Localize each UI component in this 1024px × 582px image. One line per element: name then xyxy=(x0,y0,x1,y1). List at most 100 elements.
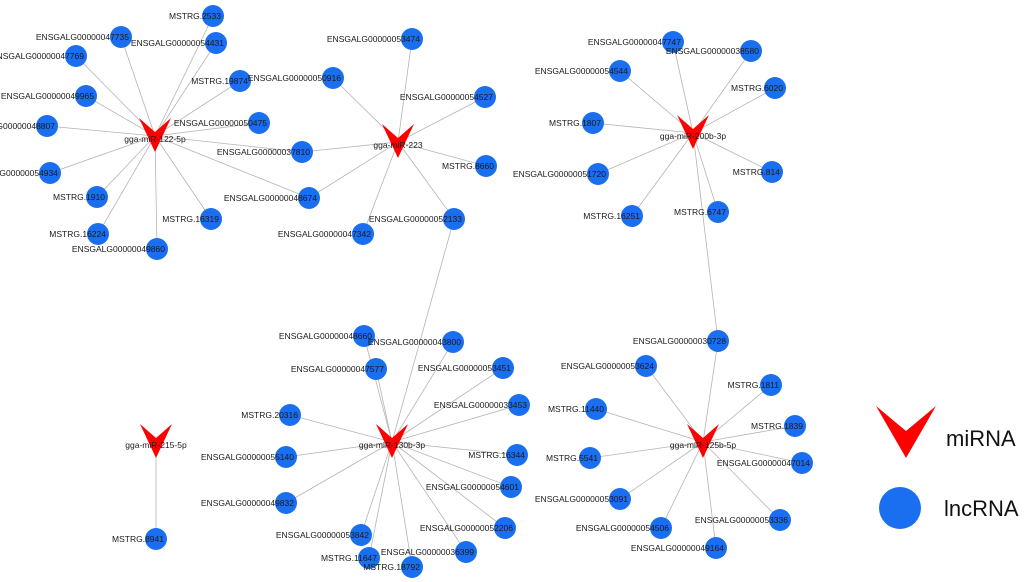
lncrna-node-label: MSTRG.16251 xyxy=(583,211,640,221)
lncrna-node-label: ENSGALG00000054934 xyxy=(0,168,58,178)
lncrna-node: ENSGALG00000047747 xyxy=(588,31,684,53)
lncrna-node-circle xyxy=(352,223,374,245)
lncrna-node-label: ENSGALG00000053842 xyxy=(276,530,369,540)
lncrna-node-circle xyxy=(202,5,224,27)
edge-gga-mir-130b-3p-ensgalg00000049832 xyxy=(285,441,393,504)
lncrna-node: ENSGALG00000050916 xyxy=(248,67,344,89)
edge-gga-mir-125b-5p-ensgalg00000049164 xyxy=(702,441,717,549)
lncrna-node: ENSGALG00000037810 xyxy=(217,141,313,163)
lncrna-node-label: ENSGALG00000047014 xyxy=(717,458,810,468)
lncrna-node-label: ENSGALG00000050916 xyxy=(248,73,341,83)
lncrna-node-circle xyxy=(784,415,806,437)
lncrna-node: MSTRG.1839 xyxy=(751,415,806,437)
lncrna-node: ENSGALG00000047342 xyxy=(278,223,374,245)
edge-gga-mir-223-ensgalg00000052133 xyxy=(397,141,455,220)
lncrna-node-circle xyxy=(740,40,762,62)
mirna-node: gga-miR-223 xyxy=(373,124,423,158)
lncrna-node-circle xyxy=(145,528,167,550)
lncrna-node-label: MSTRG.2533 xyxy=(169,11,221,21)
edge-gga-mir-200b-3p-ensgalg00000051720 xyxy=(597,132,694,175)
edge-gga-mir-223-ensgalg00000037810 xyxy=(301,141,399,153)
lncrna-node-circle xyxy=(65,45,87,67)
edge-layer xyxy=(46,15,803,568)
lncrna-node-circle xyxy=(609,60,631,82)
edge-gga-mir-122-5p-ensgalg00000049860 xyxy=(154,135,158,250)
lncrna-node-label: ENSGALG00000049965 xyxy=(1,91,94,101)
lncrna-node-circle xyxy=(500,476,522,498)
edge-gga-mir-122-5p-ensgalg00000048674 xyxy=(154,135,310,199)
lncrna-node: ENSGALG00000054934 xyxy=(0,162,61,184)
lncrna-node: ENSGALG00000049164 xyxy=(631,537,727,559)
lncrna-node-label: ENSGALG00000049860 xyxy=(72,244,165,254)
edge-gga-mir-130b-3p-mstrg-11647 xyxy=(368,441,393,559)
node-layer: MSTRG.2533ENSGALG00000047735ENSGALG00000… xyxy=(0,5,813,578)
lncrna-node-label: MSTRG.16224 xyxy=(49,229,106,239)
lncrna-node: MSTRG.5541 xyxy=(546,447,601,469)
lncrna-node-circle xyxy=(205,32,227,54)
lncrna-node-label: ENSGALG00000054506 xyxy=(576,523,669,533)
edge-gga-mir-130b-3p-ensgalg00000047577 xyxy=(375,368,393,443)
lncrna-node: ENSGALG00000053336 xyxy=(695,509,791,531)
lncrna-node: ENSGALG00000030728 xyxy=(633,330,729,352)
lncrna-node: ENSGALG00000049832 xyxy=(201,492,297,514)
edge-gga-mir-122-5p-ensgalg00000054934 xyxy=(49,135,156,174)
lncrna-node-label: MSTRG.5541 xyxy=(546,453,598,463)
edge-gga-mir-130b-3p-ensgalg00000052206 xyxy=(391,441,506,529)
lncrna-node-circle xyxy=(110,26,132,48)
lncrna-node-label: ENSGALG00000050475 xyxy=(174,118,267,128)
lncrna-node: ENSGALG00000051720 xyxy=(513,163,609,185)
edge-gga-mir-125b-5p-ensgalg00000047014 xyxy=(702,441,803,464)
edge-gga-mir-130b-3p-mstrg-18792 xyxy=(391,441,413,568)
lncrna-node: ENSGALG00000047769 xyxy=(0,45,87,67)
lncrna-node-circle xyxy=(443,208,465,230)
edge-gga-mir-125b-5p-ensgalg00000054506 xyxy=(660,441,704,529)
edge-gga-mir-223-ensgalg00000054527 xyxy=(397,96,486,143)
lncrna-node: ENSGALG00000033453 xyxy=(434,394,530,416)
lncrna-node: MSTRG.11647 xyxy=(321,547,380,569)
lncrna-node-circle xyxy=(506,444,528,466)
edge-gga-mir-200b-3p-mstrg-16251 xyxy=(631,132,694,217)
lncrna-node-circle xyxy=(579,447,601,469)
edge-gga-mir-223-ensgalg00000047342 xyxy=(362,141,399,235)
lncrna-node: MSTRG.16224 xyxy=(49,223,109,245)
lncrna-node-label: ENSGALG00000052206 xyxy=(420,523,513,533)
lncrna-node-label: ENSGALG00000052133 xyxy=(369,214,462,224)
lncrna-node-label: ENSGALG00000037810 xyxy=(217,147,310,157)
edge-gga-mir-125b-5p-ensgalg00000030728 xyxy=(702,340,719,443)
edge-gga-mir-122-5p-ensgalg00000054431 xyxy=(154,42,217,137)
edge-gga-mir-200b-3p-mstrg-814 xyxy=(692,132,773,173)
lncrna-node: MSTRG.1910 xyxy=(53,186,108,208)
lncrna-node-circle xyxy=(322,67,344,89)
lncrna-node: MSTRG.18792 xyxy=(363,556,423,578)
lncrna-node-label: MSTRG.18792 xyxy=(363,562,420,572)
lncrna-node-circle xyxy=(39,162,61,184)
legend: miRNA lncRNA xyxy=(876,406,1019,529)
edge-gga-mir-122-5p-mstrg-2533 xyxy=(154,15,214,137)
lncrna-node-circle xyxy=(761,161,783,183)
lncrna-node-circle xyxy=(764,77,786,99)
lncrna-node-circle xyxy=(275,492,297,514)
lncrna-node-circle xyxy=(707,330,729,352)
edge-gga-mir-200b-3p-ensgalg00000047747 xyxy=(672,41,694,134)
lncrna-node-label: ENSGALG00000053336 xyxy=(695,515,788,525)
lncrna-node: ENSGALG00000052206 xyxy=(420,517,516,539)
edge-gga-mir-130b-3p-ensgalg00000053451 xyxy=(391,367,504,443)
lncrna-node-label: ENSGALG00000038580 xyxy=(666,46,759,56)
lncrna-node: MSTRG.8941 xyxy=(112,528,167,550)
lncrna-node: ENSGALG00000038580 xyxy=(666,40,762,62)
lncrna-node: ENSGALG00000047577 xyxy=(291,358,387,380)
mirna-node-arrowhead xyxy=(139,118,171,152)
lncrna-node-label: ENSGALG00000054601 xyxy=(426,482,519,492)
edge-gga-mir-122-5p-ensgalg00000047735 xyxy=(120,36,156,137)
lncrna-node: ENSGALG00000053091 xyxy=(535,488,631,510)
edge-gga-mir-122-5p-ensgalg00000037810 xyxy=(154,135,303,153)
lncrna-node-label: MSTRG.6747 xyxy=(674,207,726,217)
lncrna-node-label: ENSGALG00000049164 xyxy=(631,543,724,553)
lncrna-node-circle xyxy=(635,355,657,377)
edge-gga-mir-130b-3p-mstrg-20316 xyxy=(289,414,393,443)
lncrna-node: ENSGALG00000050475 xyxy=(174,112,270,134)
lncrna-node-circle xyxy=(75,85,97,107)
lncrna-node-label: MSTRG.8941 xyxy=(112,534,164,544)
lncrna-node: MSTRG.1811 xyxy=(728,374,782,396)
lncrna-node-label: ENSGALG00000048674 xyxy=(224,193,317,203)
